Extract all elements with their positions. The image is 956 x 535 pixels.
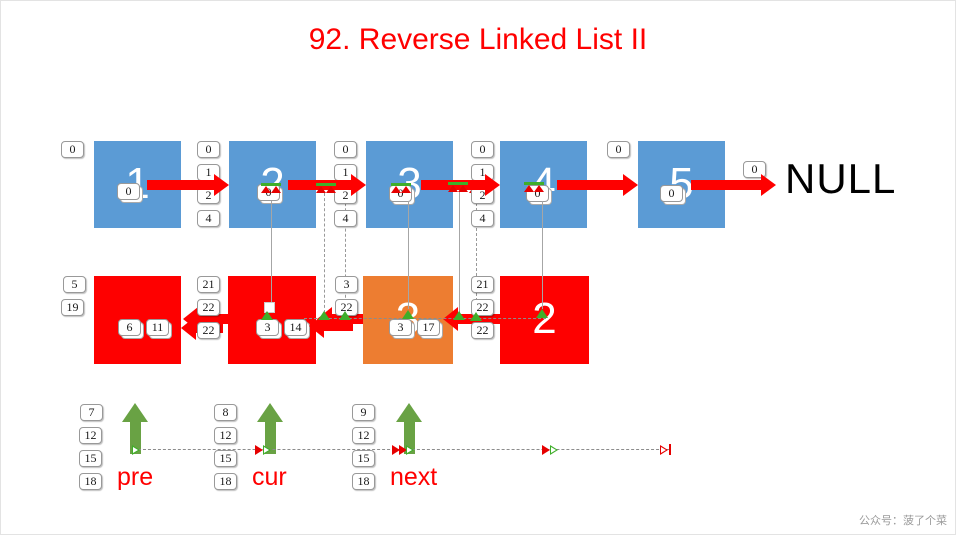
anim-step-badge: 4 <box>197 210 220 227</box>
anim-step-badge: 0 <box>61 141 84 158</box>
motion-start-marker <box>339 311 351 320</box>
anim-step-badge: 9 <box>352 404 375 421</box>
pointer-label-pre: pre <box>117 463 154 491</box>
motion-path-end-marker <box>660 445 668 455</box>
anim-step-badge: 22 <box>471 322 494 339</box>
anim-step-badge: 22 <box>471 299 494 316</box>
anim-step-badge: 15 <box>352 450 375 467</box>
watermark-text: 公众号：菠了个菜 <box>859 515 947 527</box>
node-value-d: 2 <box>532 294 557 344</box>
motion-end-marker <box>399 445 407 455</box>
connector-line-path <box>459 192 460 313</box>
anim-step-badge: 15 <box>214 450 237 467</box>
reverse-arrow-c-b-copy <box>309 314 353 338</box>
anim-step-badge: 7 <box>80 404 103 421</box>
anim-step-badge: 14 <box>284 319 307 336</box>
next-pointer-arrow <box>396 403 422 454</box>
anim-step-badge: 17 <box>417 319 440 336</box>
motion-start-marker <box>536 309 548 318</box>
anim-step-badge: 18 <box>352 473 375 490</box>
anim-step-badge: 22 <box>197 322 220 339</box>
anim-step-badge: 15 <box>79 450 102 467</box>
anim-step-badge: 22 <box>197 299 220 316</box>
anim-step-badge: 21 <box>197 276 220 293</box>
connector-line-node3 <box>408 201 409 309</box>
anim-step-badge: 18 <box>214 473 237 490</box>
motion-start-marker <box>453 311 465 320</box>
anim-step-badge: 4 <box>334 210 357 227</box>
connector-line-node4 <box>542 201 543 309</box>
next-arrow-5-null <box>691 174 776 196</box>
anim-step-badge: 4 <box>471 210 494 227</box>
next-pointer-badge-5: 0 <box>660 185 683 202</box>
anim-step-badge: 3 <box>335 276 358 293</box>
motion-path-vline-3 <box>476 193 477 321</box>
anim-step-badge: 3 <box>256 319 279 336</box>
reversed-node-b: 3 14 <box>228 276 316 364</box>
cur-pointer-arrow <box>257 403 283 454</box>
motion-start-marker <box>550 445 558 455</box>
pre-pointer-arrow <box>122 403 148 454</box>
anim-step-badge: 12 <box>352 427 375 444</box>
anim-step-badge: 18 <box>79 473 102 490</box>
motion-path-end-bar <box>669 444 671 455</box>
pointer-label-cur: cur <box>252 463 287 491</box>
anim-step-badge: 21 <box>471 276 494 293</box>
motion-marker-path1 <box>316 183 336 193</box>
motion-end-marker <box>392 445 400 455</box>
anim-step-badge: 8 <box>214 404 237 421</box>
motion-start-marker <box>261 311 273 320</box>
motion-path-hline <box>304 318 546 319</box>
motion-start-marker <box>318 311 330 320</box>
anim-step-badge: 3 <box>389 319 412 336</box>
anim-step-badge: 0 <box>471 141 494 158</box>
next-arrow-1-2 <box>147 174 229 196</box>
motion-end-marker <box>542 445 550 455</box>
pointer-label-next: next <box>390 463 438 491</box>
motion-end-marker <box>255 445 263 455</box>
motion-start-marker <box>402 310 414 319</box>
motion-path-vline-2 <box>345 193 346 313</box>
motion-marker-node3 <box>391 183 411 193</box>
motion-start-marker <box>132 445 140 455</box>
anim-step-badge: 12 <box>214 427 237 444</box>
anim-step-badge: 0 <box>607 141 630 158</box>
motion-start-marker <box>263 445 271 455</box>
null-label: NULL <box>785 155 897 202</box>
anim-step-badge: 19 <box>61 299 84 316</box>
anim-step-badge: 0 <box>197 141 220 158</box>
motion-marker-path3 <box>448 182 468 192</box>
next-pointer-badge-1: 0 <box>117 183 140 200</box>
motion-start-marker <box>406 445 414 455</box>
motion-start-marker <box>470 312 482 321</box>
slide-title: 92. Reverse Linked List II <box>308 23 648 56</box>
anim-step-badge: 11 <box>146 319 169 336</box>
motion-path-vline-1 <box>324 193 325 313</box>
reversed-node-d: 2 <box>500 276 589 364</box>
anim-step-badge: 12 <box>79 427 102 444</box>
next-arrow-4-5 <box>557 174 638 196</box>
reversed-node-a: 6 11 <box>94 276 181 364</box>
motion-marker-node4 <box>524 182 544 192</box>
anim-step-badge: 5 <box>63 276 86 293</box>
motion-marker-node2 <box>261 183 281 193</box>
anim-step-badge: 6 <box>118 319 141 336</box>
connector-line-node2 <box>271 201 272 307</box>
anim-step-badge: 0 <box>743 161 766 178</box>
anim-step-badge: 0 <box>334 141 357 158</box>
